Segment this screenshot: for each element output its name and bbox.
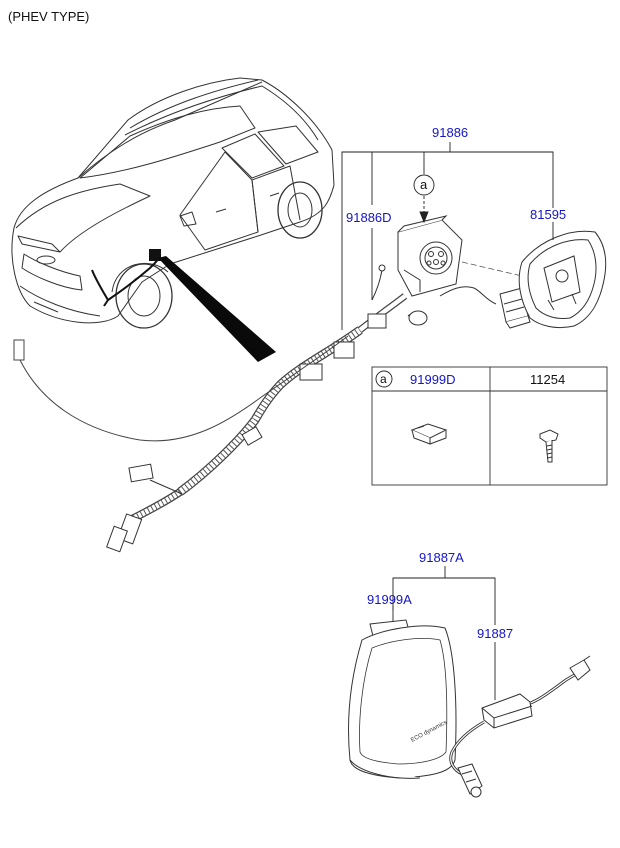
label-91886: 91886 [432,125,468,140]
vehicle-illustration [11,77,335,329]
portable-charger-91887 [449,655,591,798]
clip-91999D [410,423,448,445]
bolt-11254 [539,429,559,463]
vehicle-charging-harness [91,249,161,307]
door-actuator [499,287,531,329]
table-col-91999D: 91999D [410,372,456,387]
table-col-11254: 11254 [530,372,565,387]
label-91886D: 91886D [346,210,392,225]
table-ref-circle [375,370,393,388]
charging-harness-91886 [106,264,428,553]
storage-pouch-91999A [348,619,457,779]
label-91887: 91887 [477,626,513,641]
sensor-wire [13,335,349,442]
callout-band [158,256,276,362]
callout-lines-91887A [392,566,496,700]
charge-door-81595 [518,230,607,329]
projection-line [461,261,523,277]
label-81595: 81595 [530,207,566,222]
label-91999A: 91999A [367,592,412,607]
parts-table [371,366,608,486]
charge-port-socket [397,215,497,305]
label-91887A: 91887A [419,550,464,565]
table-ref-letter: a [380,372,387,386]
diagram-title: (PHEV TYPE) [8,9,89,24]
callout-lines-91886 [341,142,554,330]
ref-marker-letter: a [420,177,428,192]
ref-marker-circle [413,174,435,196]
